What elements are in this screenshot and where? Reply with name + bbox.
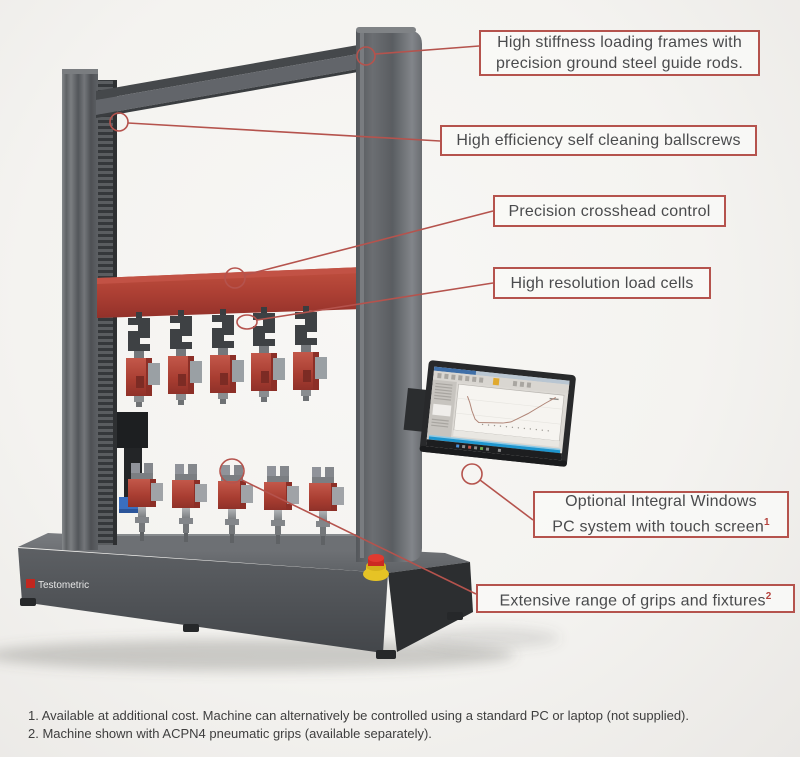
brand-text: Testometric <box>38 580 89 591</box>
progress-bar-track <box>429 434 561 451</box>
callout-text: Precision crosshead control <box>508 202 711 220</box>
touchscreen-monitor <box>403 360 576 467</box>
footnote-1: 1. Available at additional cost. Machine… <box>28 708 689 723</box>
callout-loading-frames: High stiffness loading frames with preci… <box>479 30 760 76</box>
callout-grips-fixtures: Extensive range of grips and fixtures2 <box>476 584 795 613</box>
callout-load-cells: High resolution load cells <box>493 267 711 299</box>
callout-text: High efficiency self cleaning ballscrews <box>456 132 741 149</box>
callout-superscript: 2 <box>765 590 772 602</box>
callout-superscript: 1 <box>763 517 770 529</box>
lower-grip-3 <box>218 465 253 543</box>
upper-grip-5 <box>293 306 327 401</box>
software-chart <box>453 383 565 442</box>
testometric-logo-icon <box>26 579 35 588</box>
top-crossbeam <box>96 45 358 118</box>
toolbar-highlight-icon <box>492 377 500 386</box>
footnotes: 1. Available at additional cost. Machine… <box>28 707 778 743</box>
lower-grip-row <box>128 463 344 545</box>
upper-grip-row <box>126 306 327 407</box>
floor-shadow <box>0 627 560 671</box>
callout-ballscrews: High efficiency self cleaning ballscrews <box>440 125 757 156</box>
upper-grip-2 <box>168 310 202 405</box>
crosshead-beam <box>97 267 363 318</box>
upper-grip-3 <box>210 309 244 404</box>
lower-grip-5 <box>309 467 344 545</box>
callout-text: PC system with touch screen <box>552 518 764 536</box>
lower-grip-2 <box>172 464 207 542</box>
right-column <box>356 27 422 562</box>
monitor-screen <box>425 366 570 461</box>
machine-feet <box>20 598 463 659</box>
callout-pc-system: Optional Integral Windows PC system with… <box>533 491 789 538</box>
callout-text: precision ground steel guide rods. <box>496 55 743 72</box>
callout-crosshead-control: Precision crosshead control <box>493 195 726 227</box>
callout-text: Optional Integral Windows <box>565 493 757 511</box>
callout-text: High stiffness loading frames with <box>497 34 742 51</box>
testometric-logo: Testometric <box>26 579 89 591</box>
upper-grip-1 <box>126 312 160 407</box>
taskbar <box>425 439 562 461</box>
lower-grip-1 <box>128 463 163 541</box>
callout-text: Extensive range of grips and fixtures <box>499 592 766 610</box>
callout-text: High resolution load cells <box>510 274 694 292</box>
left-column <box>62 69 117 550</box>
upper-grip-4 <box>251 307 285 402</box>
progress-bar <box>428 436 561 454</box>
footnote-2: 2. Machine shown with ACPN4 pneumatic gr… <box>28 726 432 741</box>
lower-grip-4 <box>264 466 299 544</box>
